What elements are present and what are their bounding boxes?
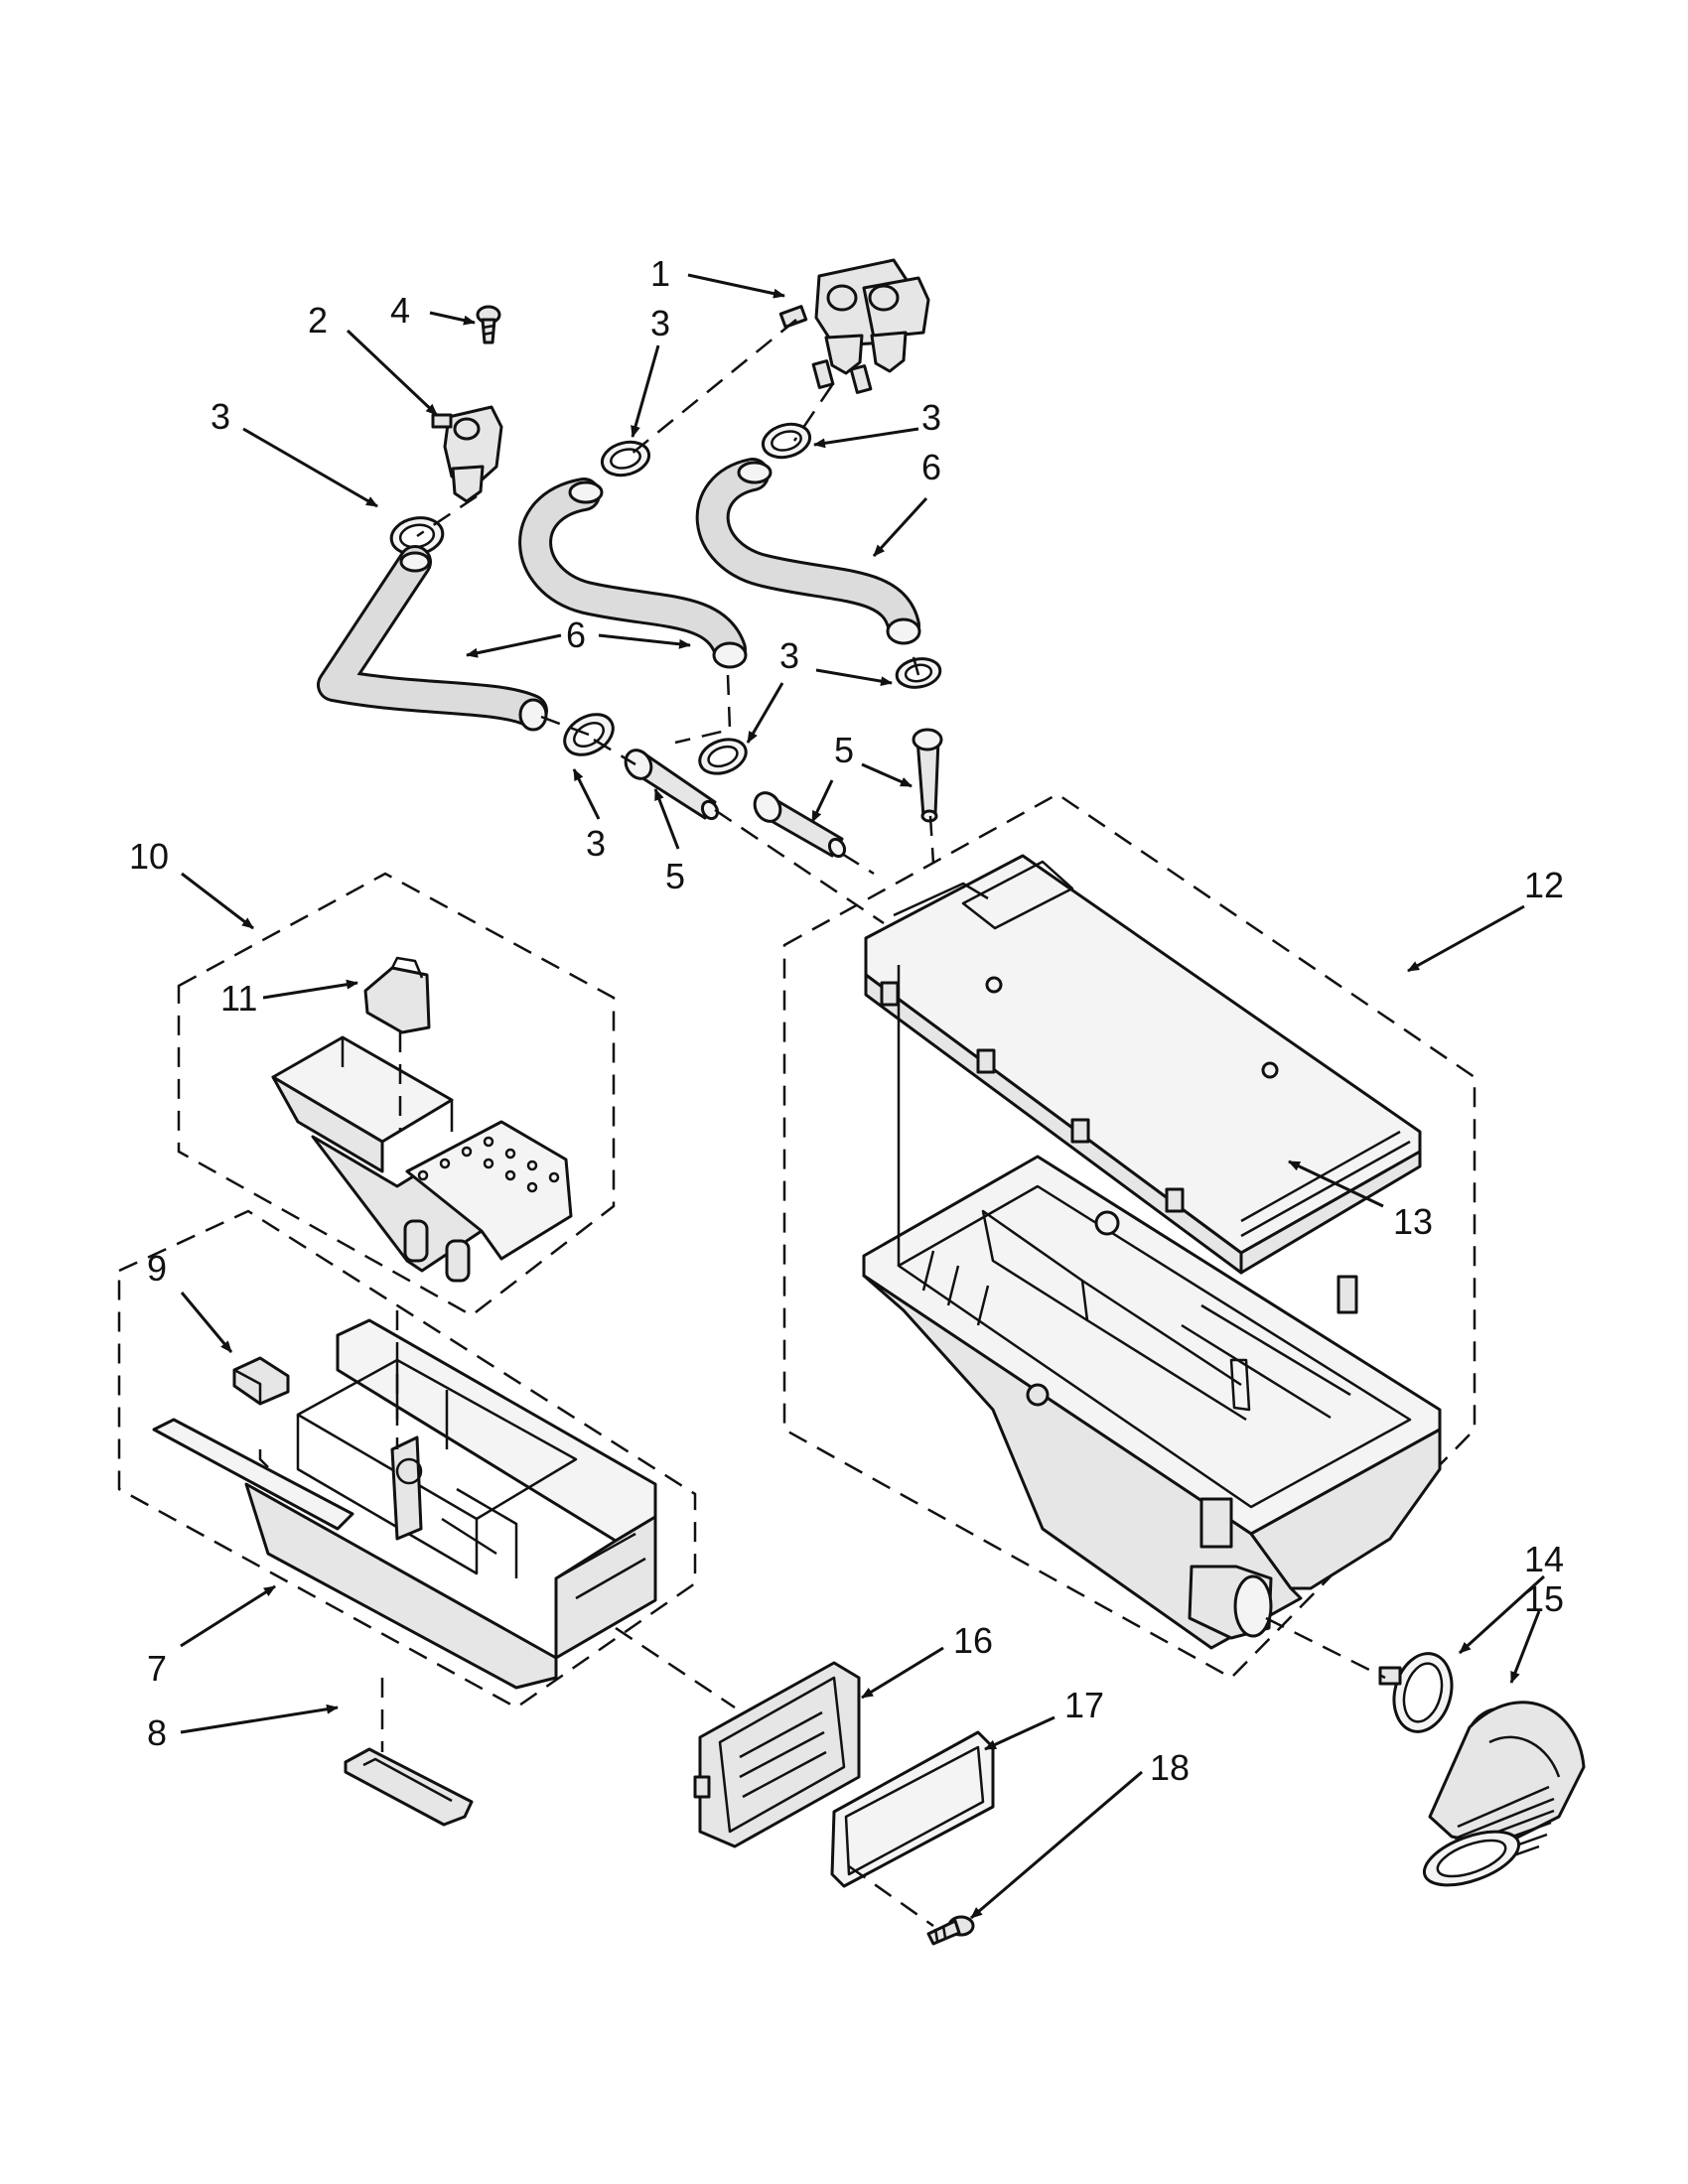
callout-numbers: 1 4 3 2 3 3 6 6 3 3 5 5 10 11 12 13 9 7 … — [129, 253, 1564, 1788]
dispenser-drawer-insert[interactable] — [271, 1035, 573, 1283]
callout-5: 5 — [834, 730, 854, 770]
dispenser-housing[interactable] — [862, 1155, 1442, 1650]
valve-screw[interactable] — [476, 305, 501, 344]
callout-1: 1 — [650, 253, 670, 294]
callout-18: 18 — [1150, 1747, 1190, 1788]
hose-clamp-right-upper[interactable] — [760, 419, 814, 462]
callout-3: 3 — [650, 303, 670, 343]
hose-left[interactable] — [317, 545, 548, 732]
callout-4: 4 — [390, 290, 410, 331]
insert-holes — [417, 1136, 560, 1193]
callout-9: 9 — [147, 1248, 167, 1289]
inlet-nozzle-right[interactable] — [912, 728, 943, 823]
callout-11: 11 — [220, 978, 257, 1019]
callout-6: 6 — [566, 614, 586, 655]
callout-leaders — [180, 273, 1546, 1920]
hose-right[interactable] — [695, 458, 921, 645]
callout-3: 3 — [921, 397, 941, 438]
softener-cup-lid[interactable] — [363, 956, 431, 1034]
drawer-siphon-cap[interactable] — [344, 1747, 474, 1827]
callout-2: 2 — [308, 300, 328, 341]
callout-12: 12 — [1524, 865, 1564, 905]
callout-5: 5 — [665, 856, 685, 896]
inlet-nozzle-left[interactable] — [621, 746, 720, 821]
callout-14: 14 — [1524, 1539, 1564, 1579]
callout-8: 8 — [147, 1712, 167, 1753]
bellows-clamp[interactable] — [1378, 1647, 1460, 1738]
drawer-clip[interactable] — [232, 1356, 290, 1406]
callout-3: 3 — [586, 823, 606, 864]
callout-16: 16 — [953, 1620, 993, 1661]
callout-6: 6 — [921, 447, 941, 487]
panel-screw[interactable] — [926, 1915, 975, 1946]
callout-10: 10 — [129, 836, 169, 877]
assembly-dash-lines — [380, 319, 1386, 1928]
dispenser-drawer[interactable] — [152, 1318, 657, 1690]
hose-clamp-center-lower[interactable] — [695, 734, 751, 779]
callout-13: 13 — [1393, 1201, 1433, 1242]
callout-7: 7 — [147, 1648, 167, 1689]
bellows-hose[interactable] — [1417, 1701, 1586, 1896]
callout-15: 15 — [1524, 1578, 1564, 1619]
dual-water-valve[interactable] — [778, 258, 930, 394]
inlet-nozzle-center[interactable] — [750, 788, 847, 859]
callout-3: 3 — [211, 396, 230, 437]
callout-17: 17 — [1064, 1685, 1104, 1725]
callout-3: 3 — [779, 635, 799, 676]
hose-center[interactable] — [518, 478, 748, 669]
assembly-boundary-7 — [117, 1209, 697, 1709]
dispenser-cover[interactable] — [864, 854, 1422, 1275]
access-panel[interactable] — [830, 1730, 995, 1888]
drawer-handle-bracket[interactable] — [693, 1661, 861, 1848]
assembly-boundary-10 — [177, 872, 616, 1317]
single-water-valve[interactable] — [431, 405, 503, 503]
